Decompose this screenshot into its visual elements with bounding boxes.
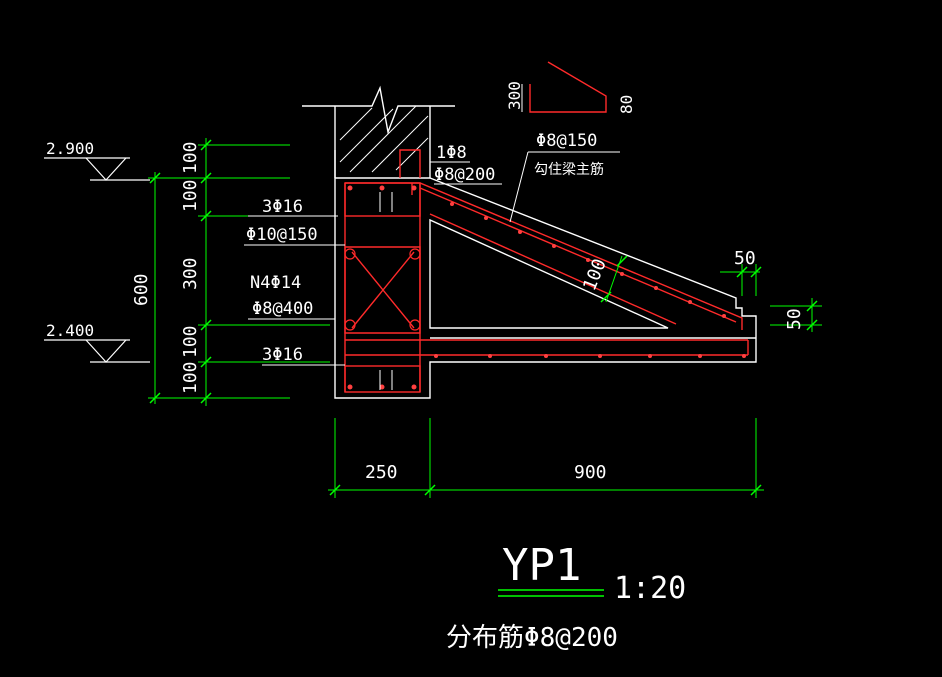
level-marker-upper xyxy=(44,157,150,181)
label-bottom-bars: 3Φ16 xyxy=(262,345,303,365)
inset-height-left: 300 xyxy=(505,81,524,110)
label-tie-bars: Φ8@400 xyxy=(252,299,313,319)
dim-right-lip-height: 50 xyxy=(784,308,805,330)
inset-height-right: 80 xyxy=(617,95,636,114)
dim-left-segment-3: 300 xyxy=(180,257,201,290)
label-hook-bar: 1Φ8 xyxy=(436,143,467,163)
dimension-lines xyxy=(148,138,822,498)
rebar-dots xyxy=(347,185,746,390)
dim-bottom-wall: 250 xyxy=(365,462,398,483)
dim-left-segment-4: 100 xyxy=(180,325,201,358)
dim-left-total: 600 xyxy=(131,273,152,306)
stirrup-legs xyxy=(379,192,393,390)
dim-bottom-canopy: 900 xyxy=(574,462,607,483)
level-upper-label: 2.900 xyxy=(46,139,94,158)
concrete-outline xyxy=(302,85,757,399)
dim-left-segment-5: 100 xyxy=(180,361,201,394)
distribution-note: 分布筋Φ8@200 xyxy=(446,623,618,653)
label-slab-bars: Φ8@150 xyxy=(536,131,597,151)
leader-lines xyxy=(244,151,620,366)
label-stirrups: Φ10@150 xyxy=(246,225,318,245)
label-hook-spacing: Φ8@200 xyxy=(434,165,495,185)
label-side-bars: N4Φ14 xyxy=(250,273,301,293)
drawing-scale: 1:20 xyxy=(614,571,686,606)
dimension-ticks xyxy=(149,139,818,496)
label-top-bars: 3Φ16 xyxy=(262,197,303,217)
drawing-title: YP1 xyxy=(502,540,581,591)
dim-left-segment-2: 100 xyxy=(180,179,201,212)
level-marker-lower xyxy=(44,339,150,363)
wall-hatch xyxy=(339,105,429,173)
dim-right-lip-width: 50 xyxy=(734,248,756,269)
detail-inset xyxy=(521,61,607,113)
level-lower-label: 2.400 xyxy=(46,321,94,340)
rebar-bends xyxy=(344,248,421,331)
title-underline xyxy=(498,589,604,597)
dim-left-segment-1: 100 xyxy=(180,141,201,174)
label-slab-note: 勾住梁主筋 xyxy=(534,161,604,178)
